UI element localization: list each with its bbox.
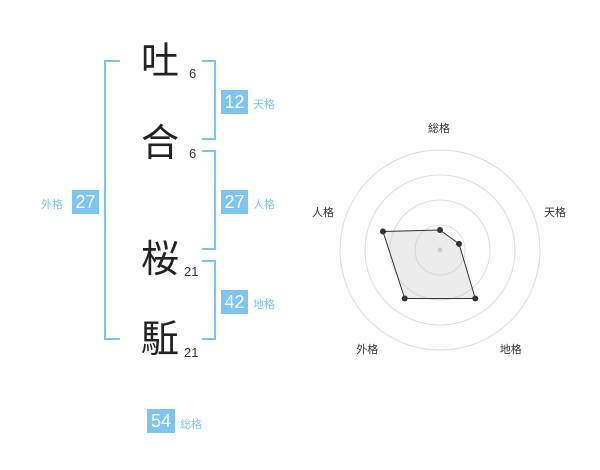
jinkaku-bracket [202,150,216,250]
chikaku-label: 地格 [253,298,275,311]
radar-chart [339,149,541,351]
jinkaku-value: 27 [221,190,248,214]
name-char-2: 合 [141,121,180,165]
radar-ring [339,149,541,351]
radar-point-2 [472,295,479,302]
stroke-count-2: 6 [189,146,197,161]
tenkaku-bracket [202,60,216,140]
stroke-count-1: 6 [189,66,197,81]
radar-point-0 [437,227,443,233]
chikaku-bracket [202,260,216,340]
tenkaku-label: 天格 [253,98,275,111]
radar-point-4 [379,228,386,235]
soukaku-label: 総格 [180,418,202,431]
radar-ring [389,199,491,301]
radar-point-3 [401,295,408,302]
radar-center [437,247,443,253]
radar-axis-label-3: 外格 [356,342,379,356]
radar-ring [364,174,516,326]
radar-series-area [382,229,476,300]
radar-axis-label-2: 地格 [499,342,522,356]
radar-axis-label-0: 総格 [428,122,450,135]
gaikaku-bracket [104,60,120,340]
radar-point-1 [456,240,463,247]
radar-ring [414,224,466,276]
tenkaku-value: 12 [221,90,248,114]
gaikaku-value: 27 [72,190,99,214]
radar-axis-label-1: 天格 [544,206,567,220]
name-char-3: 桜 [141,237,180,281]
gaikaku-label: 外格 [41,198,63,211]
name-char-4: 駈 [141,317,180,361]
name-char-1: 吐 [141,39,180,83]
radar-axis-label-4: 人格 [311,206,334,220]
stroke-count-4: 21 [184,345,199,360]
stroke-count-3: 21 [184,264,199,279]
soukaku-value: 54 [147,409,175,433]
chikaku-value: 42 [221,290,248,314]
jinkaku-label: 人格 [253,198,275,211]
